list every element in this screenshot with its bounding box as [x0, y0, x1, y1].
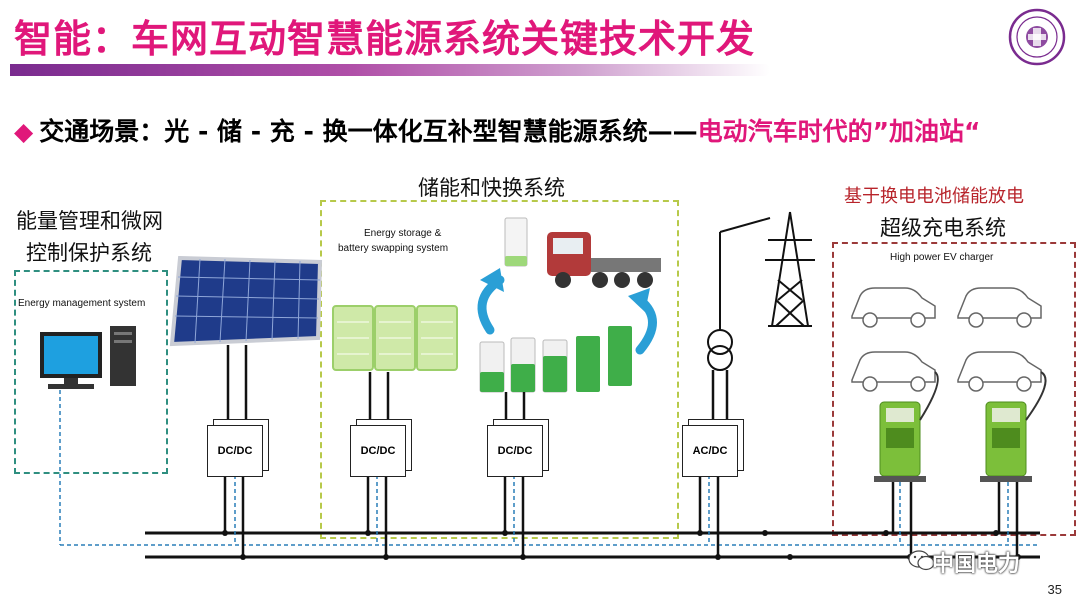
ems-box-label: Energy management system — [18, 298, 146, 309]
storage-swapping-group — [320, 200, 679, 539]
title-underline — [10, 64, 770, 76]
acdc-converter-grid: AC/DC — [682, 425, 738, 477]
charger-group — [832, 242, 1076, 536]
storage-box-label-line2: battery swapping system — [338, 243, 449, 254]
charger-label: 超级充电系统 — [880, 216, 1006, 240]
computer-icon — [40, 326, 136, 389]
control-signal-lines — [234, 475, 1009, 545]
solar-panel-icon — [169, 255, 323, 425]
dcdc-converter-swap: DC/DC — [487, 425, 543, 477]
university-seal-icon — [1008, 8, 1066, 66]
swap-truck-icon — [547, 232, 661, 288]
page-number: 35 — [1047, 582, 1062, 597]
storage-box-label-line1: Energy storage & — [364, 228, 442, 239]
dcdc-converter-storage: DC/DC — [350, 425, 406, 477]
charger-note: 基于换电电池储能放电 — [844, 186, 1024, 207]
converter-bus-links — [223, 475, 720, 557]
transformer-icon — [707, 217, 771, 425]
storage-battery-icon — [332, 305, 458, 425]
dc-bus-lines — [59, 390, 1040, 560]
subtitle-lead: 交通场景：光 - 储 - 充 - 换一体化互补型智慧能源系统—— — [39, 117, 698, 146]
swap-battery-row-icon — [479, 217, 632, 425]
ev-car-icon — [851, 287, 1042, 392]
dcdc-converter-solar: DC/DC — [207, 425, 263, 477]
energy-management-group — [14, 270, 168, 474]
subtitle-highlight: 电动汽车时代的”加油站“ — [697, 117, 981, 146]
ems-label-line2: 控制保护系统 — [26, 241, 152, 265]
storage-label: 储能和快换系统 — [418, 176, 565, 200]
page-title: 智能：车网互动智慧能源系统关键技术开发 — [14, 17, 756, 61]
ems-label-line1: 能量管理和微网 — [16, 209, 163, 233]
transmission-tower-icon — [765, 211, 815, 327]
charger-box-label: High power EV charger — [890, 252, 994, 263]
diamond-bullet-icon: ◆ — [14, 117, 34, 146]
wechat-icon — [908, 550, 935, 571]
subtitle: ◆交通场景：光 - 储 - 充 - 换一体化互补型智慧能源系统——电动汽车时代的… — [14, 112, 980, 148]
watermark-text: 中国电力 — [931, 552, 1020, 577]
ev-charger-icon — [874, 371, 1047, 557]
